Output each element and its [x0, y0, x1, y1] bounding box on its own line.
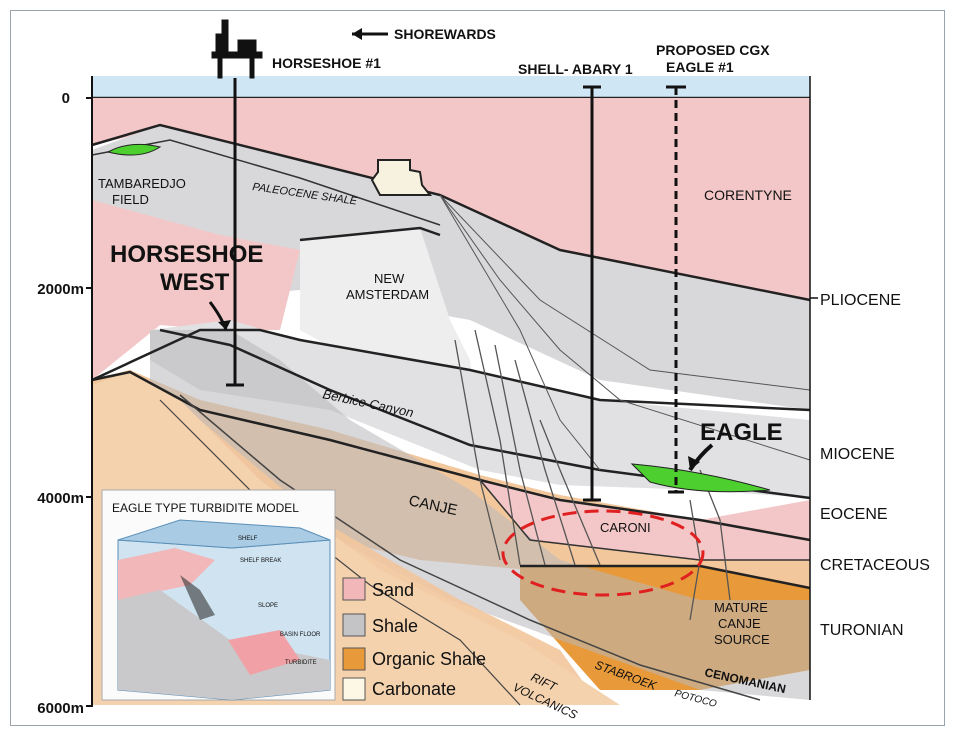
inset-slope: SLOPE	[258, 603, 278, 609]
mature-label-3: SOURCE	[714, 632, 770, 647]
horseshoe-west-label-1: HORSESHOE	[110, 241, 263, 268]
tambaredjo-label-2: FIELD	[112, 192, 149, 207]
new-amsterdam-label-2: AMSTERDAM	[346, 287, 429, 302]
inset-shelf-break: SHELF BREAK	[240, 558, 281, 564]
shell-abary-label: SHELL- ABARY 1	[518, 61, 633, 77]
potoco-label: POTOCO	[673, 688, 718, 710]
depth-tick-4000: 4000m	[37, 490, 84, 507]
depth-tick-6000: 6000m	[37, 700, 84, 717]
legend-swatch-carbonate	[342, 677, 366, 701]
new-amsterdam-label-1: NEW	[374, 271, 405, 286]
mature-label-2: CANJE	[718, 616, 761, 631]
age-miocene: MIOCENE	[820, 446, 895, 463]
tambaredjo-label-1: TAMBAREDJO	[98, 176, 186, 191]
horseshoe-west-label-2: WEST	[160, 269, 230, 296]
depth-tick-0: 0	[62, 90, 70, 107]
oil-rig-icon	[211, 19, 263, 79]
legend-label-organic: Organic Shale	[372, 649, 486, 669]
legend-label-shale: Shale	[372, 616, 418, 636]
inset-shelf: SHELF	[238, 536, 258, 542]
age-turonian: TURONIAN	[820, 622, 904, 639]
legend-swatch-sand	[342, 577, 366, 601]
proposed-label-2: EAGLE #1	[666, 59, 734, 75]
age-pliocene: PLIOCENE	[820, 292, 901, 309]
shale-miocene	[150, 320, 810, 498]
inset-basin-floor: BASIN FLOOR	[280, 632, 321, 638]
horseshoe1-label: HORSESHOE #1	[272, 55, 381, 71]
legend-label-sand: Sand	[372, 580, 414, 600]
proposed-label-1: PROPOSED CGX	[656, 42, 770, 58]
age-cretaceous: CRETACEOUS	[820, 557, 930, 574]
carbonate-mound	[370, 159, 433, 196]
corentyne-label: CORENTYNE	[704, 187, 792, 203]
caroni-label: CARONI	[600, 520, 651, 535]
eagle-label: EAGLE	[700, 419, 783, 446]
shorewards-label: SHOREWARDS	[394, 26, 496, 42]
sand-horseshoe-west	[92, 200, 300, 380]
sea-layer	[92, 76, 810, 98]
legend-label-carbonate: Carbonate	[372, 679, 456, 699]
cenomanian-shale	[150, 330, 810, 700]
legend-swatch-organic	[342, 647, 366, 671]
mature-label-1: MATURE	[714, 600, 768, 615]
eocene-sand	[480, 480, 810, 560]
target-ellipse	[501, 509, 705, 597]
depth-tick-2000: 2000m	[37, 281, 84, 298]
inset-turbidite: TURBIDITE	[285, 660, 317, 666]
shale-pliocene	[92, 125, 810, 410]
tambaredjo-reservoir	[106, 143, 162, 156]
inset-title: EAGLE TYPE TURBIDITE MODEL	[112, 501, 299, 515]
age-eocene: EOCENE	[820, 506, 888, 523]
legend-swatch-shale	[342, 613, 366, 637]
